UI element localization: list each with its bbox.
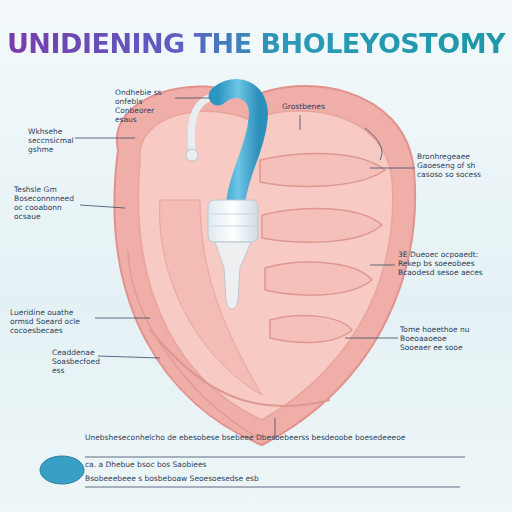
callout-label: Bronhregeaee Gaoeseng of sh casoso so so… bbox=[417, 152, 497, 179]
organ-fold bbox=[270, 316, 352, 343]
callout-label: Bsobeeebeee s bosbeboaw Seoesoesedse esb bbox=[85, 474, 445, 483]
drain-cylinder bbox=[208, 200, 258, 242]
callout-label: ca. a Dhebue bsoc bos Saobiees bbox=[85, 460, 245, 469]
callout-label: 3E Dueoec ocpoaedt: Rekep bs soeeobees B… bbox=[398, 250, 498, 277]
callout-label: Grostbenes bbox=[282, 102, 337, 111]
organ-outline bbox=[114, 86, 415, 445]
callout-label: Wkhsehe seccnsicmal gshme bbox=[28, 127, 76, 154]
callout-label: Tome hoeethoe nu Boeoaaoeoe Sooeaer ee s… bbox=[400, 325, 472, 352]
callout-label: Ondhebie ss onfebls Conbeorer esaus bbox=[115, 88, 177, 124]
callout-label: Lueridine ouathe ormsd Soeard ocle cocoe… bbox=[10, 308, 96, 335]
organ-inner bbox=[138, 111, 392, 420]
drain-tube bbox=[218, 88, 258, 200]
organ-fold bbox=[260, 153, 385, 186]
organ-fold bbox=[265, 262, 372, 295]
rule-lines bbox=[85, 418, 465, 487]
callout-label: Teshsle Gm Boseconnnneed oc cooabonn ocs… bbox=[14, 185, 82, 221]
tube-tip bbox=[186, 149, 198, 161]
callout-label: Unebsheseconhelcho de ebesobese bsebeee … bbox=[85, 433, 465, 442]
callout-label: Ceaddenae Soasbecfoed ess bbox=[52, 348, 102, 375]
organ-fold bbox=[262, 208, 382, 242]
drain-funnel bbox=[215, 242, 251, 309]
capsule bbox=[40, 456, 84, 484]
title: UNIDIENING THE BHOLEYOSTOMY bbox=[0, 28, 512, 59]
leader-lines bbox=[75, 98, 415, 358]
organ-crease bbox=[128, 250, 262, 440]
